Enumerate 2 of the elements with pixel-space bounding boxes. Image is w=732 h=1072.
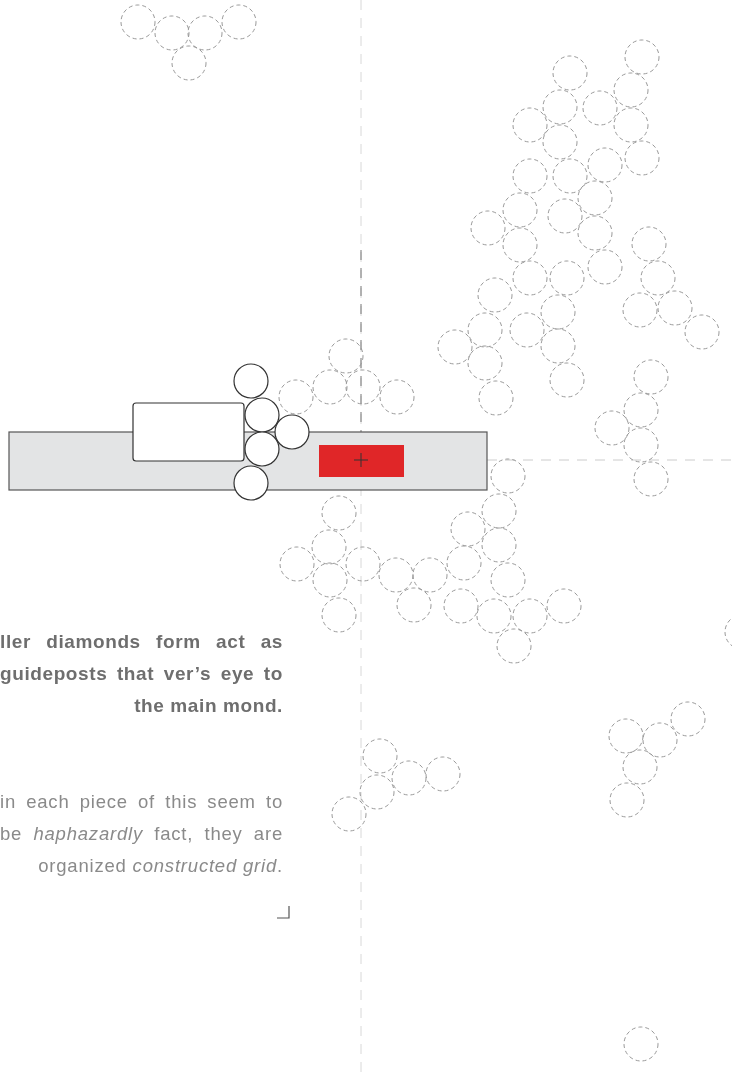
paragraph: in each piece of this seem to be haphazardly fact, they are organized constructed grid. [0,790,283,878]
paragraph: ller diamonds form act as guideposts that ver’s eye to the main mond. [0,630,283,718]
